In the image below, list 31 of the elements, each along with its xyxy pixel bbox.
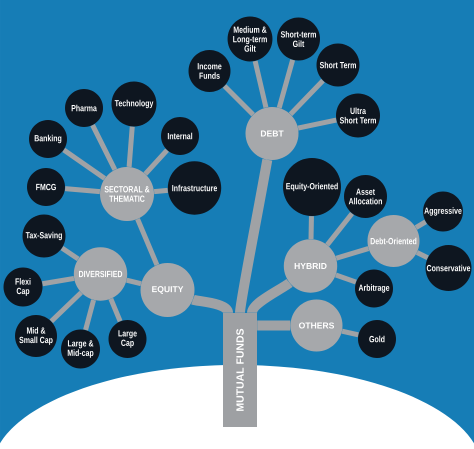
branch-line (135, 218, 160, 266)
branch-line (336, 246, 370, 261)
branch-line (222, 84, 255, 116)
branch-line (42, 276, 74, 286)
branch-line (90, 124, 118, 171)
trunk-bar: MUTUAL FUNDS (223, 313, 257, 427)
branch-line (62, 148, 106, 180)
branch-line (298, 118, 337, 130)
branch-line (154, 188, 168, 194)
branch-line (257, 320, 290, 330)
branch-line (342, 328, 359, 338)
branch-line (126, 278, 142, 286)
branch-line (308, 216, 314, 240)
branch-line (252, 60, 268, 108)
branch-line (247, 278, 292, 314)
branch-line (416, 250, 429, 260)
node-label: MUTUAL FUNDS (236, 328, 244, 411)
branch-line (83, 299, 96, 331)
branch-line (50, 290, 83, 324)
branch-line (276, 59, 296, 108)
branch-line (60, 246, 80, 262)
branch-line (108, 298, 122, 322)
branch-line (126, 126, 135, 168)
branch-line (64, 186, 100, 194)
branch-line (144, 148, 169, 176)
branch-line (288, 78, 325, 116)
branch-line (192, 294, 233, 314)
branch-line (325, 212, 354, 246)
branch-line (414, 220, 427, 230)
branch-line (235, 158, 272, 314)
branch-line (335, 272, 357, 284)
